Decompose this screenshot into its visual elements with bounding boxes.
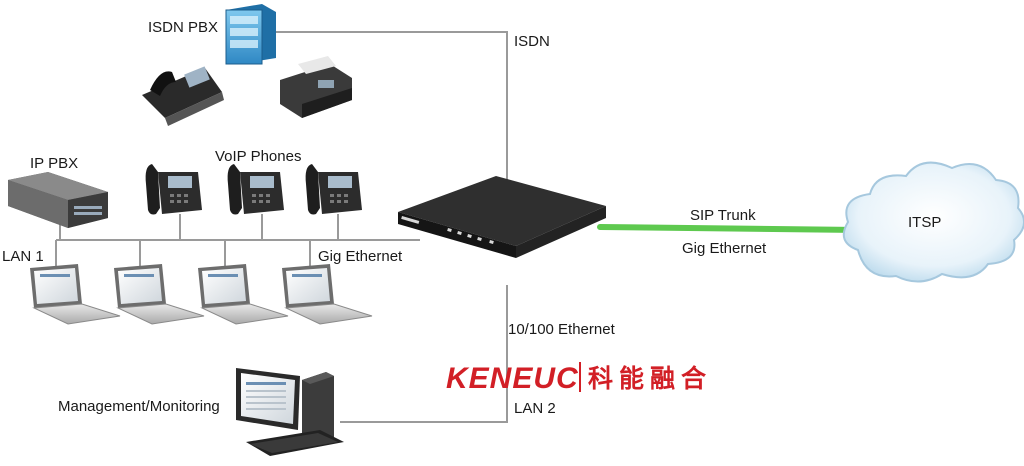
keneuc-logo: KENEUC 科能融合 bbox=[446, 362, 712, 395]
laptop-icon bbox=[282, 264, 373, 325]
fax-machine-icon bbox=[280, 56, 352, 118]
itsp-cloud-icon bbox=[842, 161, 1024, 283]
label-gig-ethernet-lan: Gig Ethernet bbox=[318, 248, 403, 265]
label-lan2: LAN 2 bbox=[514, 400, 556, 417]
voip-phone-icon bbox=[227, 164, 284, 215]
labels: ISDN PBX ISDN IP PBX VoIP Phones LAN 1 G… bbox=[2, 19, 941, 417]
ip-pbx-server-icon bbox=[8, 172, 108, 228]
label-sip-trunk: SIP Trunk bbox=[690, 207, 756, 224]
label-voip-phones: VoIP Phones bbox=[215, 148, 301, 165]
sip-trunk-line bbox=[597, 224, 863, 233]
label-management: Management/Monitoring bbox=[58, 398, 220, 415]
laptop-icon bbox=[30, 264, 121, 325]
label-isdn: ISDN bbox=[514, 33, 550, 50]
management-workstation-icon bbox=[236, 368, 344, 456]
logo-latin: KENEUC bbox=[446, 362, 579, 395]
connection-lines bbox=[55, 31, 508, 423]
laptop-icon bbox=[198, 264, 289, 325]
logo-chinese: 科能融合 bbox=[588, 364, 712, 393]
label-isdn-pbx: ISDN PBX bbox=[148, 19, 218, 36]
label-gig-ethernet-wan: Gig Ethernet bbox=[682, 240, 767, 257]
sip-gateway-device-icon bbox=[398, 176, 606, 258]
isdn-pbx-server-icon bbox=[225, 4, 276, 65]
lan2-line bbox=[340, 285, 508, 423]
voip-phone-icon bbox=[305, 164, 362, 215]
laptop-icon bbox=[114, 264, 205, 325]
isdn-line bbox=[272, 31, 508, 205]
isdn-desk-phone-icon bbox=[142, 66, 224, 126]
label-itsp: ITSP bbox=[908, 214, 941, 231]
label-fast-ethernet: 10/100 Ethernet bbox=[508, 321, 616, 338]
voip-phone-icon bbox=[145, 164, 202, 215]
label-lan1: LAN 1 bbox=[2, 248, 44, 265]
label-ip-pbx: IP PBX bbox=[30, 155, 78, 172]
logo-divider bbox=[579, 362, 581, 392]
